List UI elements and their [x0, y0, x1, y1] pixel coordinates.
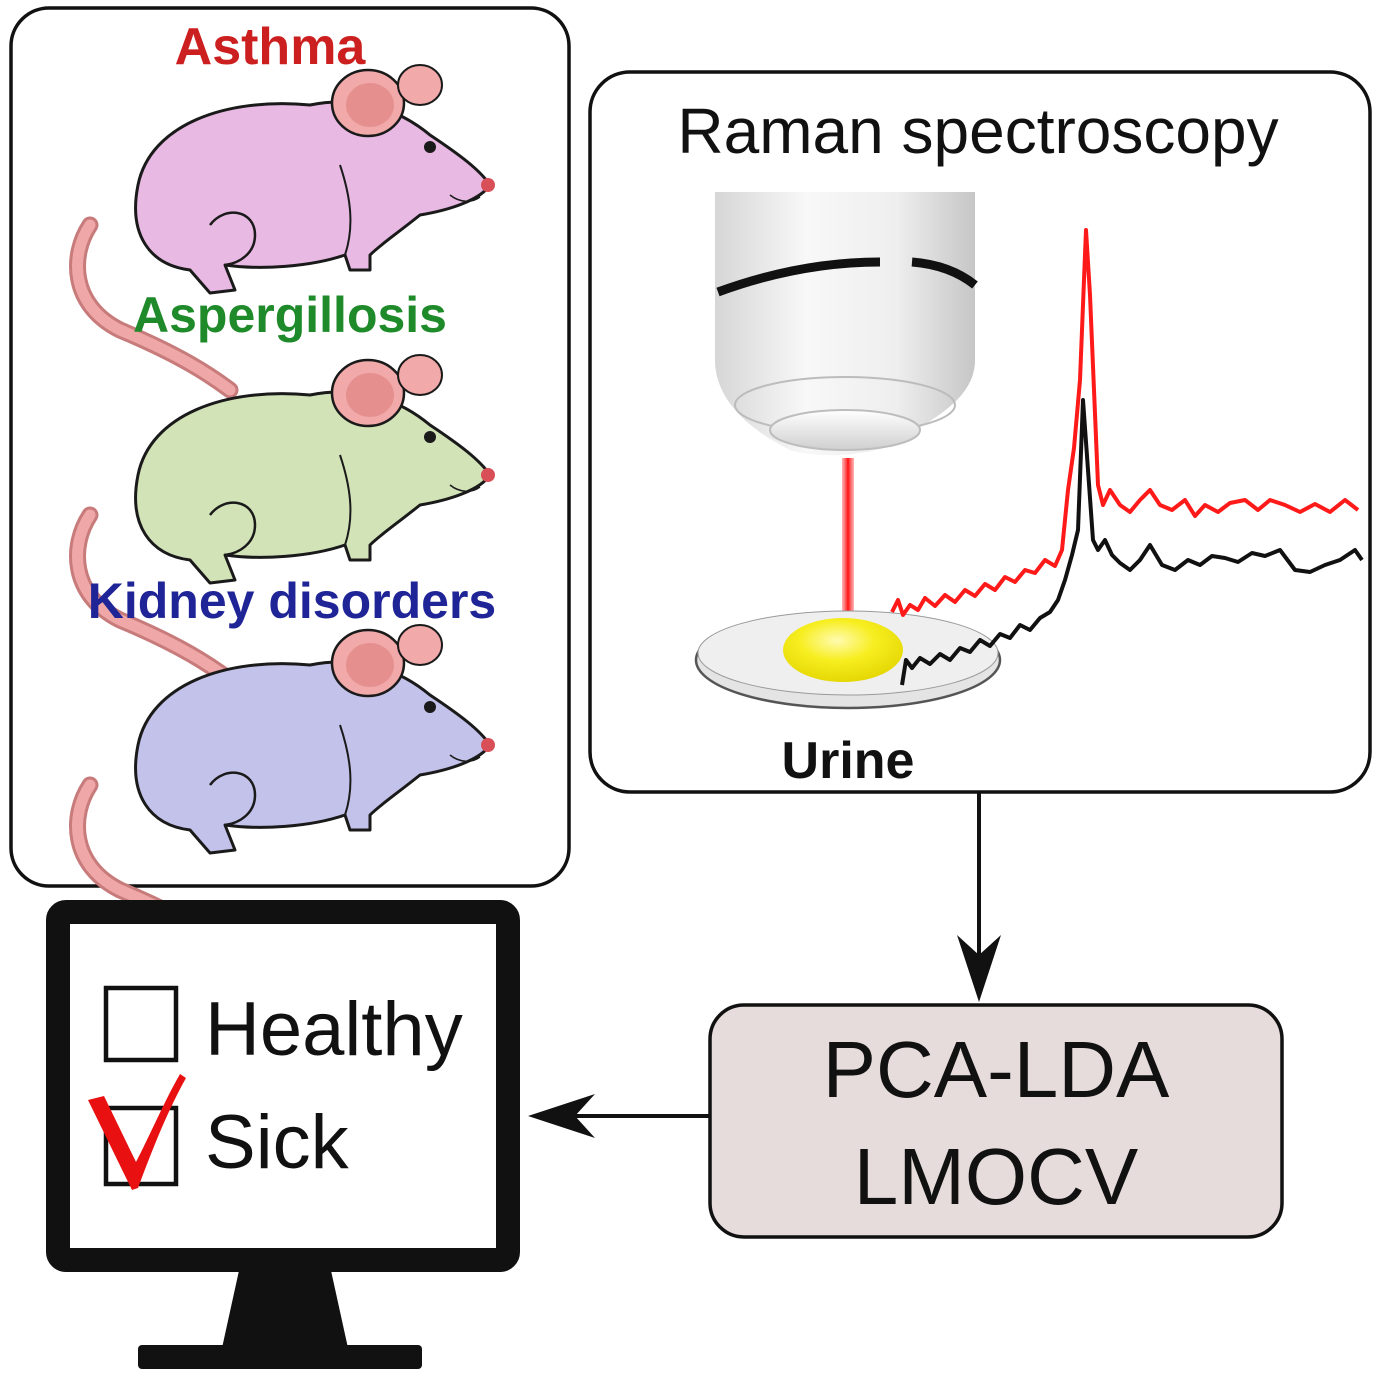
checkbox-healthy[interactable] [103, 985, 179, 1063]
analysis-box [708, 1003, 1284, 1239]
option-healthy-label: Healthy [205, 987, 463, 1072]
raman-spectra [890, 228, 1364, 686]
arrow-down-head [957, 935, 1001, 1002]
red-checkmark-icon [88, 1074, 186, 1190]
microscope-objective-icon [715, 192, 978, 456]
arrow-left-head [528, 1094, 595, 1138]
option-sick-label: Sick [205, 1100, 350, 1185]
label-asthma: Asthma [175, 18, 367, 76]
sample-slide-icon [694, 610, 1002, 710]
label-aspergillosis: Aspergillosis [133, 287, 447, 343]
analysis-line2: LMOCV [854, 1132, 1139, 1221]
laser-beam [842, 458, 854, 636]
urine-sample-drop [783, 618, 903, 682]
spectrum-red-line [890, 228, 1360, 617]
label-kidney-disorders: Kidney disorders [88, 573, 496, 629]
urine-label: Urine [782, 732, 915, 790]
spectrum-black-line [900, 398, 1364, 686]
raman-title: Raman spectroscopy [677, 95, 1278, 167]
analysis-line1: PCA-LDA [823, 1025, 1170, 1114]
